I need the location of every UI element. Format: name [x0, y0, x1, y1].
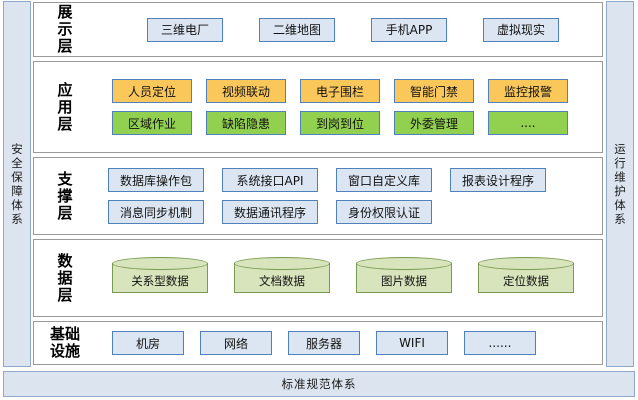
data-store-cylinder[interactable]: 定位数据 [478, 257, 574, 299]
layer-body-presentation: 三维电厂 二维地图 手机APP 虚拟现实 [96, 3, 602, 56]
node-application[interactable]: 视频联动 [206, 79, 286, 103]
cylinder-top-icon [112, 257, 208, 270]
layer-presentation: 展示层 三维电厂 二维地图 手机APP 虚拟现实 [33, 2, 603, 57]
cylinder-top-icon [356, 257, 452, 270]
layer-body-infrastructure: 机房 网络 服务器 WIFI...... [96, 322, 602, 364]
layer-row: 人员定位 视频联动 电子围栏 智能门禁 监控报警 [102, 79, 596, 103]
layer-label-infrastructure: 基础设施 [34, 322, 96, 364]
cylinder-label: 定位数据 [503, 274, 549, 288]
left-pillar-label: 安全保障体系 [11, 142, 23, 226]
node-label: 数据通讯程序 [233, 205, 306, 220]
cylinder-label: 关系型数据 [131, 274, 189, 288]
layer-label-text: 展示层 [57, 3, 73, 55]
node-infrastructure[interactable]: WIFI [376, 331, 448, 355]
node-application[interactable]: 区域作业 [112, 111, 192, 135]
node-support[interactable]: 数据库操作包 [108, 168, 204, 192]
node-application[interactable]: 到岗到位 [300, 111, 380, 135]
node-label: 报表设计程序 [461, 173, 534, 188]
data-store-cylinder[interactable]: 图片数据 [356, 257, 452, 299]
layer-label-data: 数据层 [34, 240, 96, 316]
node-application[interactable]: 人员定位 [112, 79, 192, 103]
node-infrastructure[interactable]: 机房 [112, 331, 184, 355]
node-application[interactable]: 智能门禁 [394, 79, 474, 103]
node-label: 缺陷隐患 [221, 116, 270, 131]
node-infrastructure[interactable]: 服务器 [288, 331, 360, 355]
node-label: 到岗到位 [315, 116, 364, 131]
standards-bar-label: 标准规范体系 [281, 377, 357, 391]
layer-row: 数据库操作包 系统接口API 窗口自定义库 报表设计程序 [102, 168, 596, 192]
node-label: 手机APP [385, 23, 433, 37]
node-application[interactable]: .... [488, 111, 568, 135]
cylinder-top-icon [234, 257, 330, 270]
node-label: 网络 [223, 336, 248, 351]
node-label: 窗口自定义库 [347, 173, 420, 188]
layer-label-text: 应用层 [57, 80, 73, 133]
node-label: 系统接口API [236, 173, 304, 188]
node-support[interactable]: 身份权限认证 [336, 200, 432, 224]
node-label: 人员定位 [127, 84, 176, 99]
node-label: ...... [488, 336, 512, 350]
standards-bar: 标准规范体系 [3, 371, 635, 397]
node-presentation[interactable]: 手机APP [371, 17, 447, 42]
layer-data: 数据层 关系型数据 文档数据 图片数据 定位数据 [33, 239, 603, 317]
layer-label-text: 支撑层 [57, 169, 73, 222]
node-label: .... [520, 116, 536, 130]
layer-row: 消息同步机制 数据通讯程序 身份权限认证 [102, 200, 596, 224]
node-label: 视频联动 [221, 84, 270, 99]
node-application[interactable]: 电子围栏 [300, 79, 380, 103]
node-support[interactable]: 系统接口API [222, 168, 318, 192]
node-label: 监控报警 [503, 84, 552, 99]
node-label: 数据库操作包 [119, 173, 192, 188]
node-support[interactable]: 数据通讯程序 [222, 200, 318, 224]
node-label: 服务器 [305, 336, 342, 351]
node-label: 外委管理 [409, 116, 458, 131]
node-presentation[interactable]: 二维地图 [259, 17, 335, 42]
cylinder-label: 文档数据 [259, 274, 305, 288]
node-label: WIFI [399, 336, 425, 350]
layer-row: 区域作业 缺陷隐患 到岗到位 外委管理.... [102, 111, 596, 135]
node-presentation[interactable]: 虚拟现实 [483, 17, 559, 42]
layer-row: 机房 网络 服务器 WIFI...... [102, 331, 596, 355]
left-pillar-security-system: 安全保障体系 [3, 1, 31, 367]
right-pillar-ops-system: 运行维护体系 [606, 1, 634, 367]
node-label: 二维地图 [272, 23, 321, 37]
node-application[interactable]: 缺陷隐患 [206, 111, 286, 135]
node-presentation[interactable]: 三维电厂 [147, 17, 223, 42]
node-label: 机房 [135, 336, 160, 351]
layer-support: 支撑层 数据库操作包 系统接口API 窗口自定义库 报表设计程序消息同步机制 数据通讯程序… [33, 157, 603, 235]
cylinder-top-icon [478, 257, 574, 270]
layer-application: 应用层 人员定位 视频联动 电子围栏 智能门禁 监控报警区域作业 缺陷隐患 到岗到位 外委管理.… [33, 61, 603, 153]
node-support[interactable]: 报表设计程序 [450, 168, 546, 192]
layer-label-text: 基础设施 [49, 325, 80, 360]
layer-row: 关系型数据 文档数据 图片数据 定位数据 [102, 257, 596, 299]
layer-label-application: 应用层 [34, 62, 96, 152]
layer-label-text: 数据层 [57, 251, 73, 304]
node-label: 身份权限认证 [347, 205, 420, 220]
node-support[interactable]: 消息同步机制 [108, 200, 204, 224]
node-application[interactable]: 监控报警 [488, 79, 568, 103]
node-infrastructure[interactable]: 网络 [200, 331, 272, 355]
node-infrastructure[interactable]: ...... [464, 331, 536, 355]
layer-body-application: 人员定位 视频联动 电子围栏 智能门禁 监控报警区域作业 缺陷隐患 到岗到位 外委管理.... [96, 62, 602, 152]
layer-body-data: 关系型数据 文档数据 图片数据 定位数据 [96, 240, 602, 316]
node-label: 区域作业 [127, 116, 176, 131]
data-store-cylinder[interactable]: 文档数据 [234, 257, 330, 299]
cylinder-label: 图片数据 [381, 274, 427, 288]
node-application[interactable]: 外委管理 [394, 111, 474, 135]
layer-row: 三维电厂 二维地图 手机APP 虚拟现实 [102, 17, 596, 42]
node-label: 消息同步机制 [119, 205, 192, 220]
layer-label-presentation: 展示层 [34, 3, 96, 56]
right-pillar-label: 运行维护体系 [614, 142, 626, 226]
node-label: 智能门禁 [409, 84, 458, 99]
node-label: 虚拟现实 [496, 23, 545, 37]
data-store-cylinder[interactable]: 关系型数据 [112, 257, 208, 299]
node-label: 电子围栏 [315, 84, 364, 99]
layer-infrastructure: 基础设施 机房 网络 服务器 WIFI...... [33, 321, 603, 365]
layer-label-support: 支撑层 [34, 158, 96, 234]
layer-body-support: 数据库操作包 系统接口API 窗口自定义库 报表设计程序消息同步机制 数据通讯程序 身份权… [96, 158, 602, 234]
node-label: 三维电厂 [160, 23, 209, 37]
node-support[interactable]: 窗口自定义库 [336, 168, 432, 192]
